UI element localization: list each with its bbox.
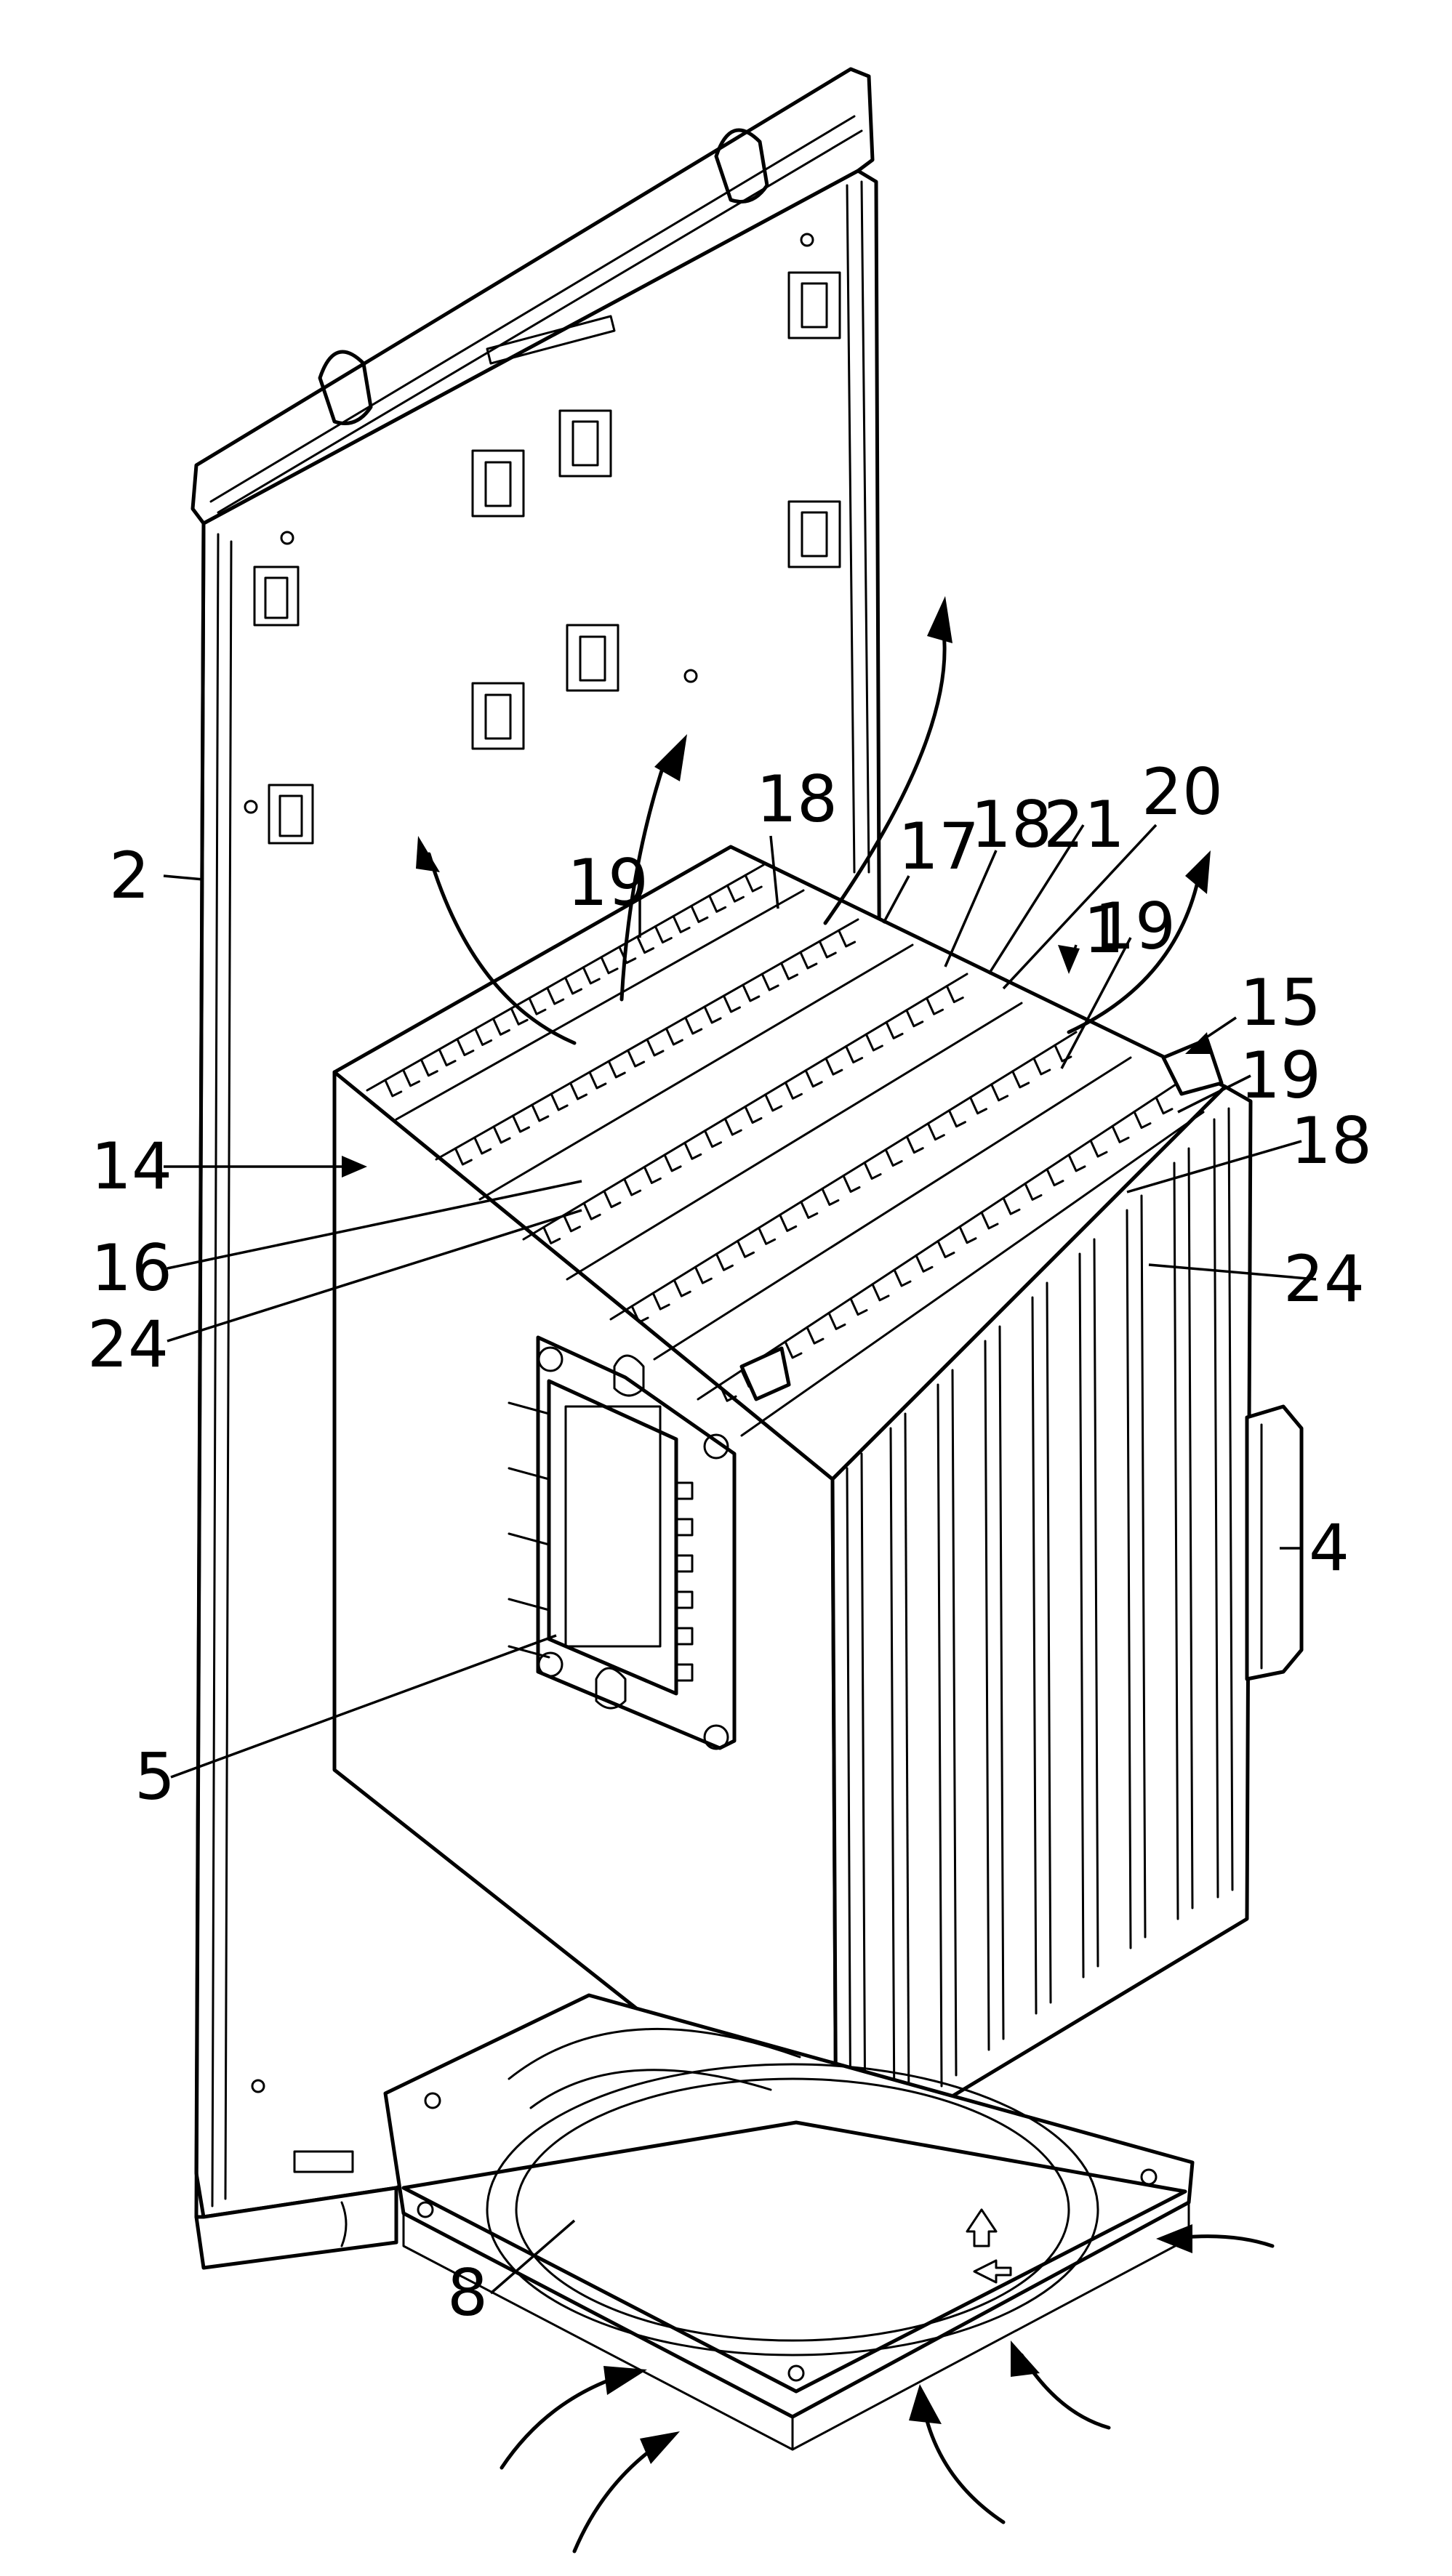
label-18a: 18 — [756, 762, 838, 837]
label-15: 15 — [1240, 965, 1321, 1040]
fan — [385, 1995, 1192, 2450]
label-24b: 24 — [1283, 1241, 1365, 1316]
label-18c: 18 — [1291, 1103, 1372, 1178]
label-21: 21 — [1043, 787, 1125, 862]
label-19c: 19 — [1240, 1038, 1321, 1113]
label-2: 2 — [109, 838, 150, 913]
label-5: 5 — [135, 1739, 175, 1814]
label-17: 17 — [898, 809, 979, 884]
label-20: 20 — [1142, 754, 1223, 829]
label-18b: 18 — [971, 787, 1052, 862]
side-component — [1247, 1406, 1301, 1679]
label-19b: 19 — [1094, 889, 1176, 964]
label-14: 14 — [91, 1129, 172, 1204]
label-4: 4 — [1309, 1510, 1349, 1585]
label-16: 16 — [91, 1231, 172, 1305]
label-19a: 19 — [567, 845, 649, 920]
label-24a: 24 — [87, 1307, 169, 1382]
label-8: 8 — [447, 2255, 488, 2330]
